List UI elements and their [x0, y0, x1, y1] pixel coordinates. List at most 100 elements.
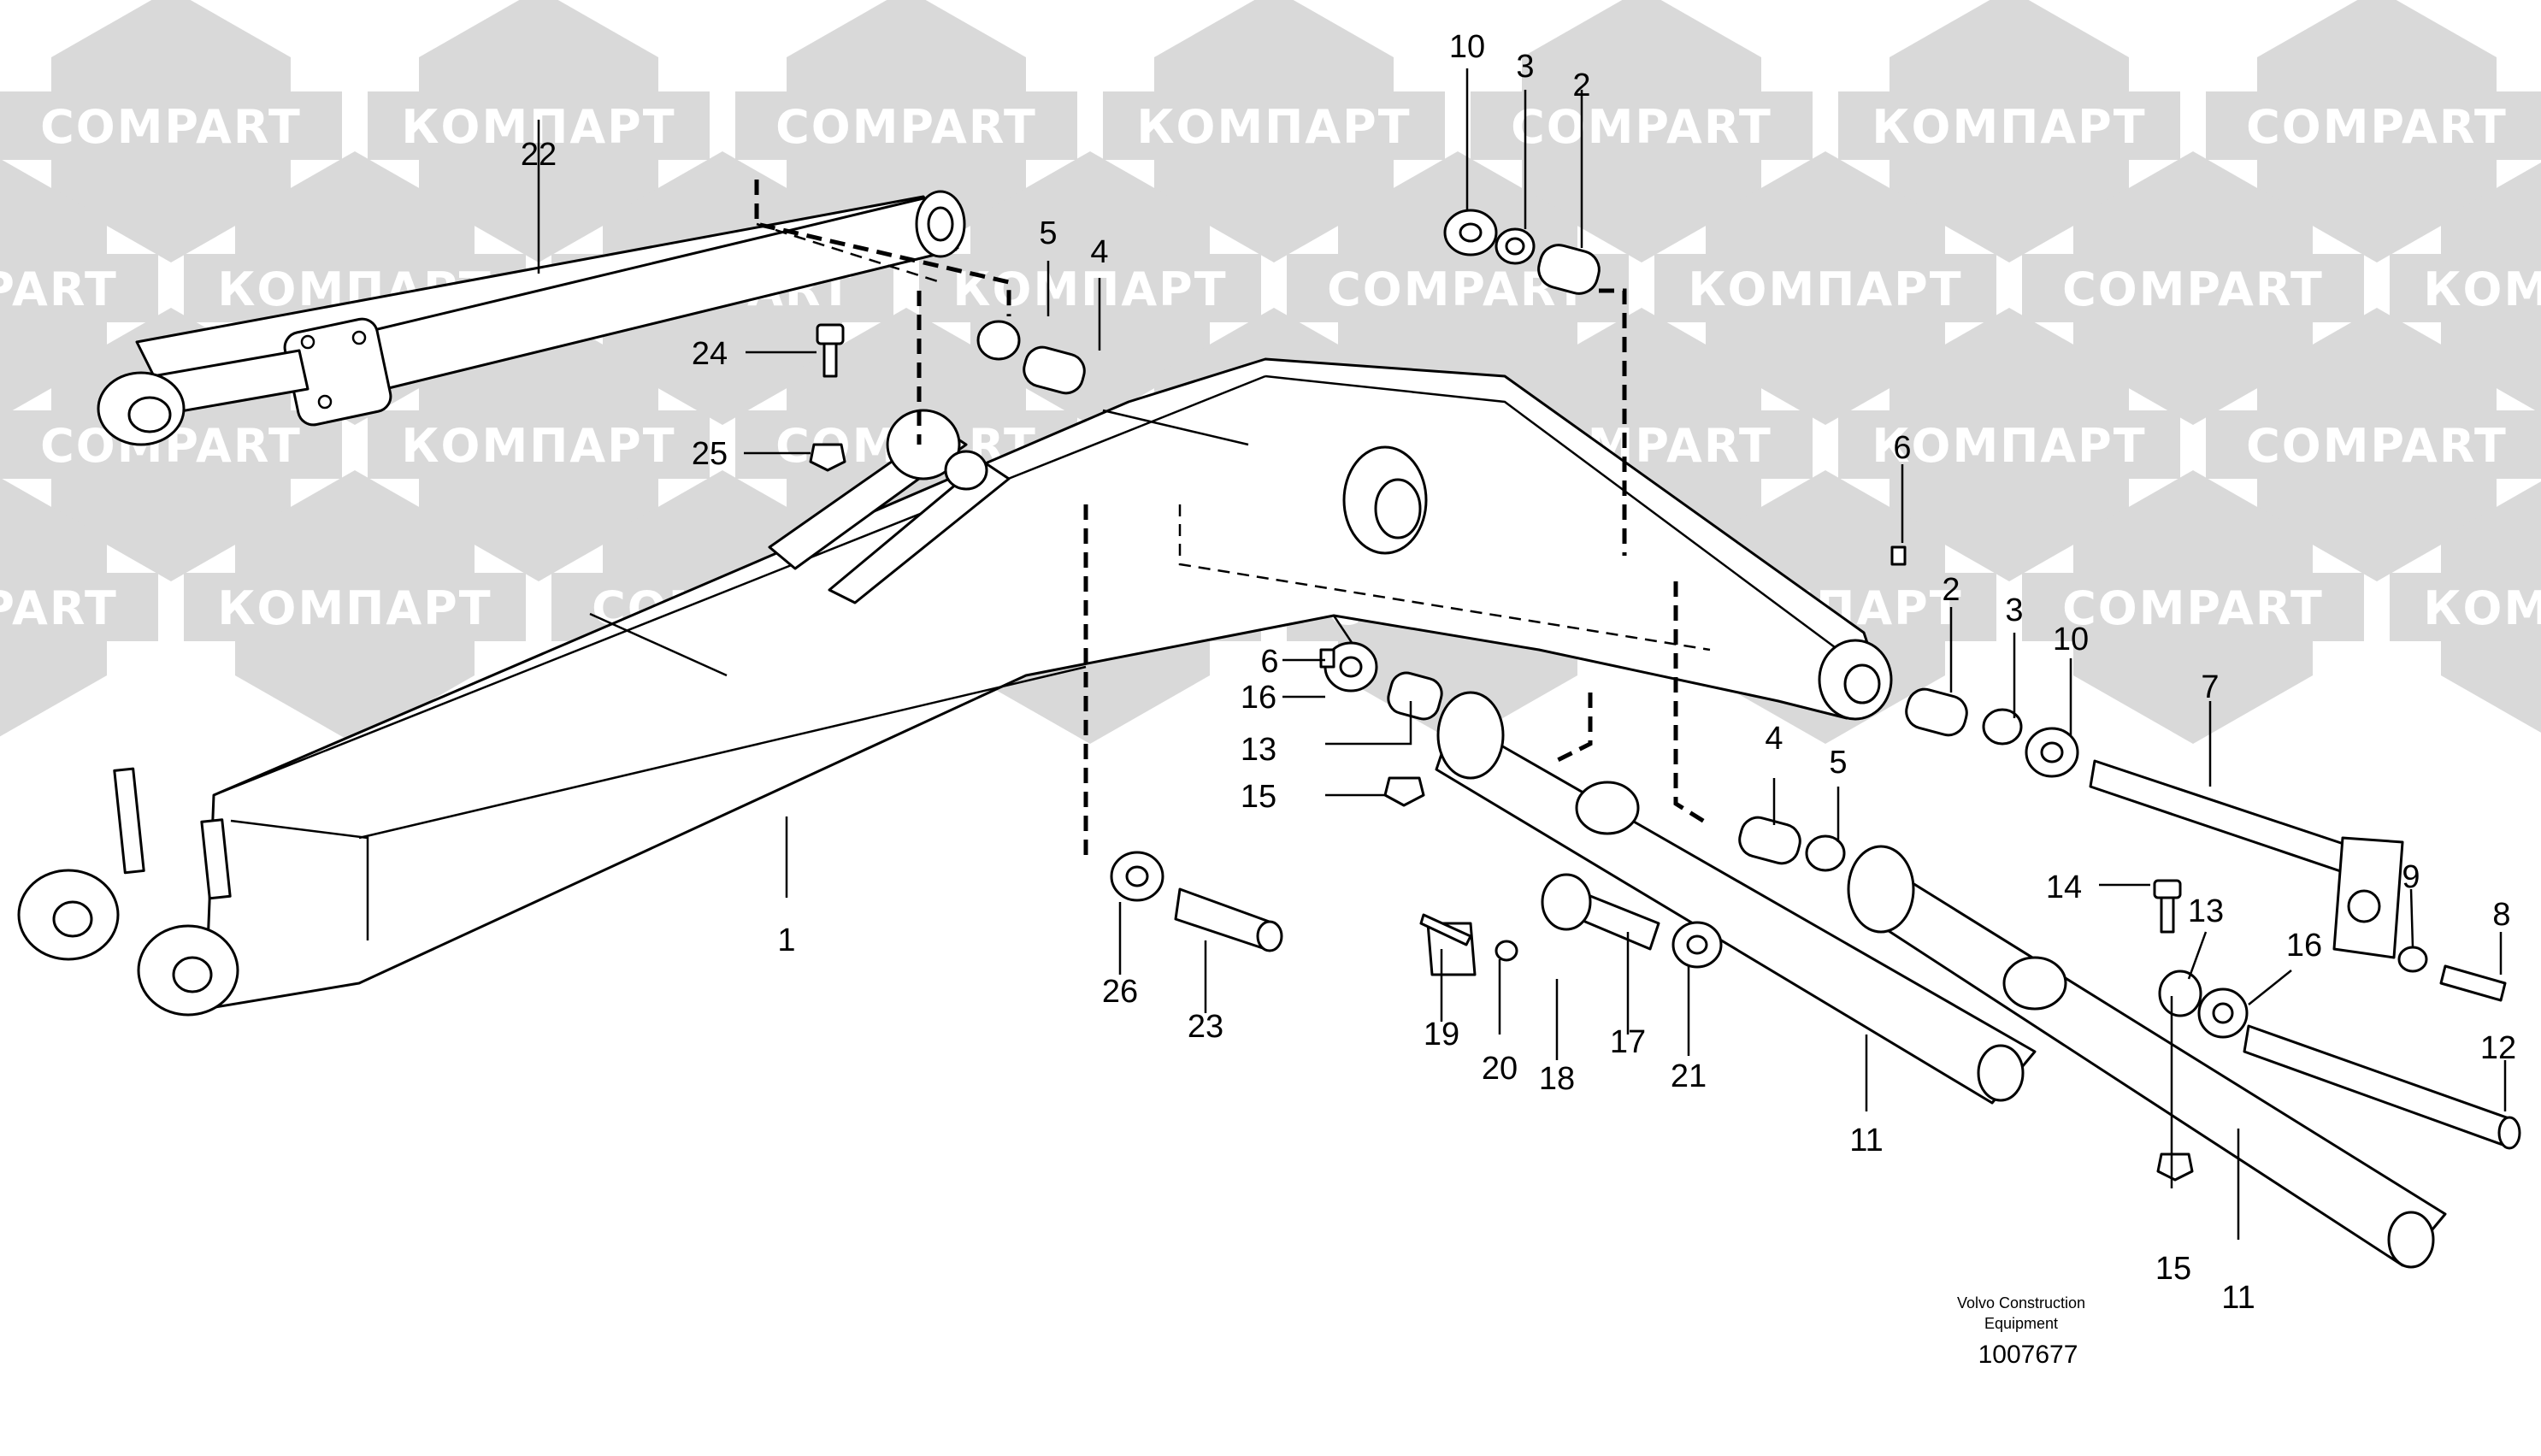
watermark-label: COMPART — [2062, 262, 2324, 316]
watermark-label: COMPART — [775, 100, 1037, 154]
watermark-tile: COMPART — [2206, 308, 2541, 581]
callout-13-right: 13 — [2188, 893, 2224, 929]
watermark-band — [184, 573, 526, 641]
callout-25: 25 — [692, 436, 728, 472]
watermark-label: КОМПАРТ — [217, 581, 492, 635]
watermark-tile: COMPART — [2206, 0, 2541, 262]
watermark-tile: КОМПАРТ — [2390, 162, 2541, 414]
watermark-label: КОМПАРТ — [952, 262, 1227, 316]
drawing-number: 1007677 — [1978, 1341, 2078, 1369]
callout-6-right: 6 — [1893, 430, 1911, 466]
connecting-links — [1435, 691, 2447, 1269]
figure-caption: Volvo Construction Equipment 1007677 — [1957, 1294, 2085, 1369]
watermark-band — [2022, 573, 2364, 641]
watermark-tile: КОМПАРТ — [1838, 308, 2180, 581]
watermark-tile: КОМПАРТ — [368, 308, 710, 581]
watermark-band — [2206, 410, 2541, 479]
watermark-tile: COMPART — [2022, 151, 2364, 425]
callout-10-top: 10 — [1449, 29, 1485, 65]
assembly-lines — [754, 180, 1712, 864]
callout-11-left: 11 — [1849, 1123, 1883, 1158]
watermark-tile: КОМПАРТ — [184, 470, 526, 744]
callout-15-mid: 15 — [1241, 779, 1276, 815]
callout-24: 24 — [692, 336, 728, 372]
watermark-label: COMPART — [2246, 419, 2508, 473]
callout-2-top: 2 — [1572, 68, 1590, 103]
watermark-band — [2206, 91, 2541, 160]
watermark-label: КОМПАРТ — [1688, 262, 1962, 316]
callout-9: 9 — [2402, 859, 2420, 895]
hydraulic-cylinder — [97, 190, 966, 446]
callout-14: 14 — [2046, 869, 2082, 905]
watermark-label: COMPART — [0, 262, 118, 316]
callout-4-top: 4 — [1090, 234, 1108, 270]
watermark-label: КОМПАРТ — [401, 419, 675, 473]
watermark-label: КОМПАРТ — [1872, 419, 2146, 473]
callout-17: 17 — [1610, 1024, 1646, 1060]
watermark-label: COMPART — [0, 581, 118, 635]
callout-12: 12 — [2480, 1030, 2516, 1066]
callout-5-right: 5 — [1829, 745, 1847, 781]
watermark-band — [0, 573, 158, 641]
callout-21: 21 — [1671, 1058, 1707, 1094]
callout-8: 8 — [2492, 897, 2510, 933]
watermark-label: КОМПАРТ — [2423, 581, 2541, 635]
caption-line-1: Volvo Construction — [1957, 1294, 2085, 1312]
callout-2-right: 2 — [1942, 572, 1960, 608]
watermark-band — [735, 91, 1077, 160]
callout-3-top: 3 — [1516, 49, 1534, 85]
watermark-tile: КОМПАРТ — [1103, 0, 1445, 262]
leader-lines — [537, 68, 2507, 1240]
watermark-label: КОМПАРТ — [1136, 100, 1411, 154]
callout-15-bottom: 15 — [2155, 1251, 2191, 1287]
watermark-band — [0, 91, 342, 160]
watermark-band — [0, 254, 158, 322]
callout-23: 23 — [1188, 1009, 1223, 1045]
watermark-band — [2022, 254, 2364, 322]
watermark-tile: COMPART — [1471, 0, 1813, 262]
watermark-band — [2390, 254, 2541, 322]
callout-7: 7 — [2201, 669, 2219, 705]
line-drawing — [17, 68, 2521, 1269]
watermark-tile: КОМПАРТ — [1838, 0, 2180, 262]
callout-19: 19 — [1424, 1017, 1459, 1052]
callout-16-mid: 16 — [1241, 680, 1276, 716]
watermark-label: COMPART — [2246, 100, 2508, 154]
watermark-label: COMPART — [40, 100, 302, 154]
callout-16-right: 16 — [2286, 928, 2322, 964]
watermark-tile: COMPART — [2022, 470, 2364, 744]
watermark-band — [919, 254, 1261, 322]
watermark-tile: COMPART — [0, 158, 158, 418]
callout-13-mid: 13 — [1241, 732, 1276, 768]
callout-1: 1 — [777, 923, 795, 958]
pins — [1174, 759, 2521, 1150]
watermark-tile: КОМПАРТ — [1654, 151, 1996, 425]
callout-22: 22 — [521, 137, 557, 173]
washers-bushings — [976, 209, 2507, 1039]
callout-4-right: 4 — [1765, 721, 1783, 757]
callout-3-right: 3 — [2005, 592, 2023, 628]
callout-6-mid: 6 — [1260, 644, 1278, 680]
watermark-tile: КОМПАРТ — [2390, 481, 2541, 733]
watermark-tile: COMPART — [0, 477, 158, 737]
watermark-band — [2390, 573, 2541, 641]
watermark-tile: COMPART — [0, 0, 342, 262]
watermark-label: COMPART — [2062, 581, 2324, 635]
watermark-label: КОМПАРТ — [2423, 262, 2541, 316]
boom-body — [17, 357, 1893, 1017]
watermark-band — [1103, 91, 1445, 160]
watermark-label: КОМПАРТ — [1872, 100, 2146, 154]
watermark-band — [1654, 254, 1996, 322]
watermark-band — [368, 410, 710, 479]
watermark-band — [1471, 91, 1813, 160]
callout-26: 26 — [1102, 974, 1138, 1010]
watermark-band — [1838, 91, 2180, 160]
watermark-band — [1838, 410, 2180, 479]
callout-numbers: 10 3 2 22 5 4 24 25 6 2 3 10 7 6 16 13 1… — [521, 29, 2516, 1316]
callout-11-right: 11 — [2221, 1280, 2255, 1316]
watermark-tile: COMPART — [735, 0, 1077, 262]
callout-20: 20 — [1482, 1051, 1518, 1087]
callout-18: 18 — [1539, 1061, 1575, 1097]
